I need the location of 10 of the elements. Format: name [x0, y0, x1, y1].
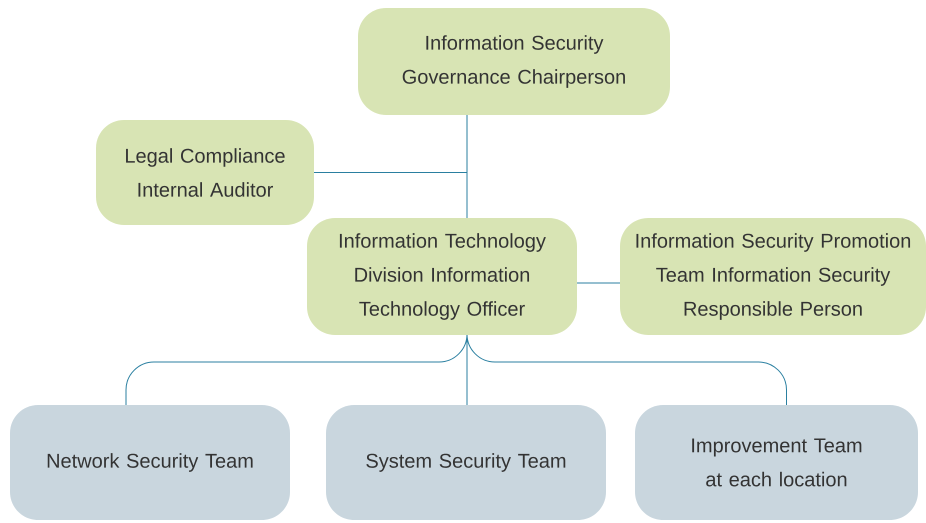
role-box: Information Security Governance Chairperson [358, 8, 670, 115]
connector-line [466, 334, 787, 406]
connector-line [576, 282, 620, 284]
role-box: Legal Compliance Internal Auditor [96, 120, 314, 225]
role-box: Information Security Promotion Team Information Security Responsible Person [620, 218, 926, 335]
connector-line [314, 114, 468, 173]
team-box: Network Security Team [10, 405, 290, 520]
team-box: System Security Team [326, 405, 606, 520]
role-box: Information Technology Division Information Technology Officer [307, 218, 577, 335]
team-box: Improvement Team at each location [635, 405, 918, 520]
